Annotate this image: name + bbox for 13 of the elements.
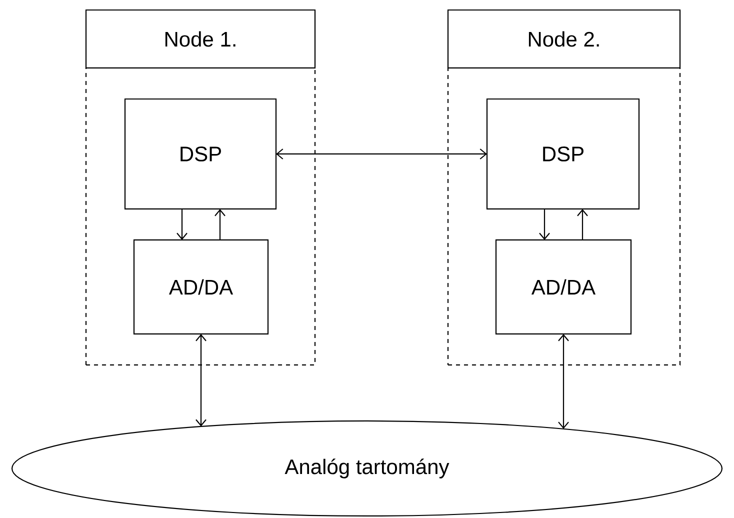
process-box: DSP	[486, 98, 640, 210]
node-label: Node 2.	[528, 31, 599, 47]
arrow	[276, 148, 487, 160]
arrow	[196, 334, 206, 426]
node-label: Node 1.	[165, 31, 236, 47]
process-box: AD/DA	[495, 239, 632, 335]
process-box: DSP	[124, 98, 277, 210]
arrow	[558, 334, 569, 429]
arrow	[176, 208, 188, 240]
process-box: AD/DA	[133, 239, 269, 335]
arrow	[214, 208, 226, 240]
arrow	[577, 208, 588, 240]
arrow	[539, 208, 550, 240]
